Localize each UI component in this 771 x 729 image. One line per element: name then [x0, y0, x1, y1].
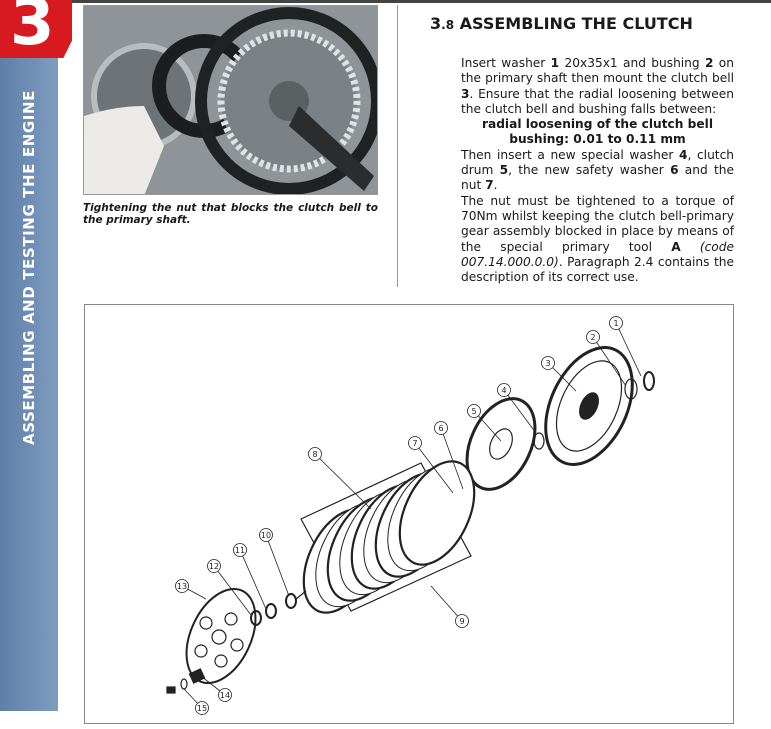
callout-label: 8	[312, 450, 317, 459]
callout-3: 3	[541, 356, 577, 392]
section-body: Insert washer 1 20x35x1 and bushing 2 on…	[461, 56, 734, 285]
callout-label: 11	[235, 546, 245, 555]
text: .	[493, 178, 498, 193]
ref: 1	[550, 56, 560, 70]
text: The nut must be tightened to a torque of…	[461, 193, 734, 254]
callout-label: 15	[197, 704, 207, 713]
callout-10: 10	[259, 528, 290, 597]
ref: A	[671, 239, 681, 254]
ref: 5	[499, 163, 509, 178]
text: on the primary shaft then mount the clut…	[461, 56, 734, 86]
chapter-vertical-title: ASSEMBLING AND TESTING THE ENGINE	[20, 90, 38, 445]
column-divider	[397, 5, 398, 287]
paragraph-2: Then insert a new special washer 4, clut…	[461, 148, 734, 194]
top-bar	[0, 0, 771, 3]
ref: 3	[461, 86, 470, 101]
text: . Paragraph 2.4 contains the description…	[461, 254, 734, 285]
chapter-badge: 3	[0, 0, 72, 58]
section-number-major: 3	[430, 14, 442, 33]
section-number-minor: .8	[441, 18, 455, 32]
text: , clutch drum	[461, 147, 734, 178]
section-title-text: ASSEMBLING THE CLUTCH	[459, 14, 693, 33]
text: , the new safety washer	[508, 163, 671, 178]
chapter-number: 3	[10, 0, 55, 60]
callout-7: 7	[408, 436, 454, 494]
callout-4: 4	[497, 383, 537, 434]
text: . Ensure that the radial loosening betwe…	[461, 86, 734, 116]
spec-line-2: bushing: 0.01 to 0.11 mm	[509, 132, 686, 147]
clutch-plate	[398, 460, 476, 566]
callout-12: 12	[207, 559, 252, 616]
callout-label: 5	[471, 407, 476, 416]
callout-14: 14	[200, 675, 232, 702]
clutch-photo	[83, 5, 378, 195]
callout-5: 5	[467, 404, 502, 442]
text: and the nut	[461, 163, 734, 193]
photo-caption: Tightening the nut that blocks the clutc…	[83, 202, 378, 226]
ref: 4	[679, 147, 688, 162]
callout-1: 1	[609, 316, 642, 377]
callout-label: 4	[501, 386, 506, 395]
text: 20x35x1 and bushing	[559, 56, 705, 70]
callout-label: 1	[613, 319, 618, 328]
callout-label: 13	[177, 582, 187, 591]
paragraph-1: Insert washer 1 20x35x1 and bushing 2 on…	[461, 56, 734, 117]
spec-line-1: radial loosening of the clutch bell	[481, 117, 714, 132]
text: Then insert a new special washer	[461, 147, 680, 162]
ref: 7	[485, 178, 494, 193]
section-title: 3.8 ASSEMBLING THE CLUTCH	[430, 14, 693, 33]
chapter-side-strip	[0, 55, 58, 711]
callout-label: 7	[412, 439, 417, 448]
callout-label: 3	[545, 359, 550, 368]
callout-13: 13	[175, 579, 207, 600]
callout-label: 6	[438, 424, 443, 433]
callout-9: 9	[430, 585, 469, 628]
callout-label: 14	[220, 691, 230, 700]
ref: 6	[670, 163, 679, 178]
callout-11: 11	[233, 543, 267, 610]
callout-2: 2	[586, 330, 627, 387]
callout-6: 6	[434, 421, 464, 490]
callout-label: 12	[209, 562, 219, 571]
tool-code: (code 007.14.000.0.0)	[461, 239, 734, 269]
callout-label: 9	[459, 617, 464, 626]
ref: 2	[704, 56, 714, 70]
callout-label: 10	[261, 531, 271, 540]
paragraph-3: The nut must be tightened to a torque of…	[461, 194, 734, 286]
callout-8: 8	[308, 447, 372, 510]
callout-label: 2	[590, 333, 595, 342]
text: Insert washer	[461, 56, 551, 70]
